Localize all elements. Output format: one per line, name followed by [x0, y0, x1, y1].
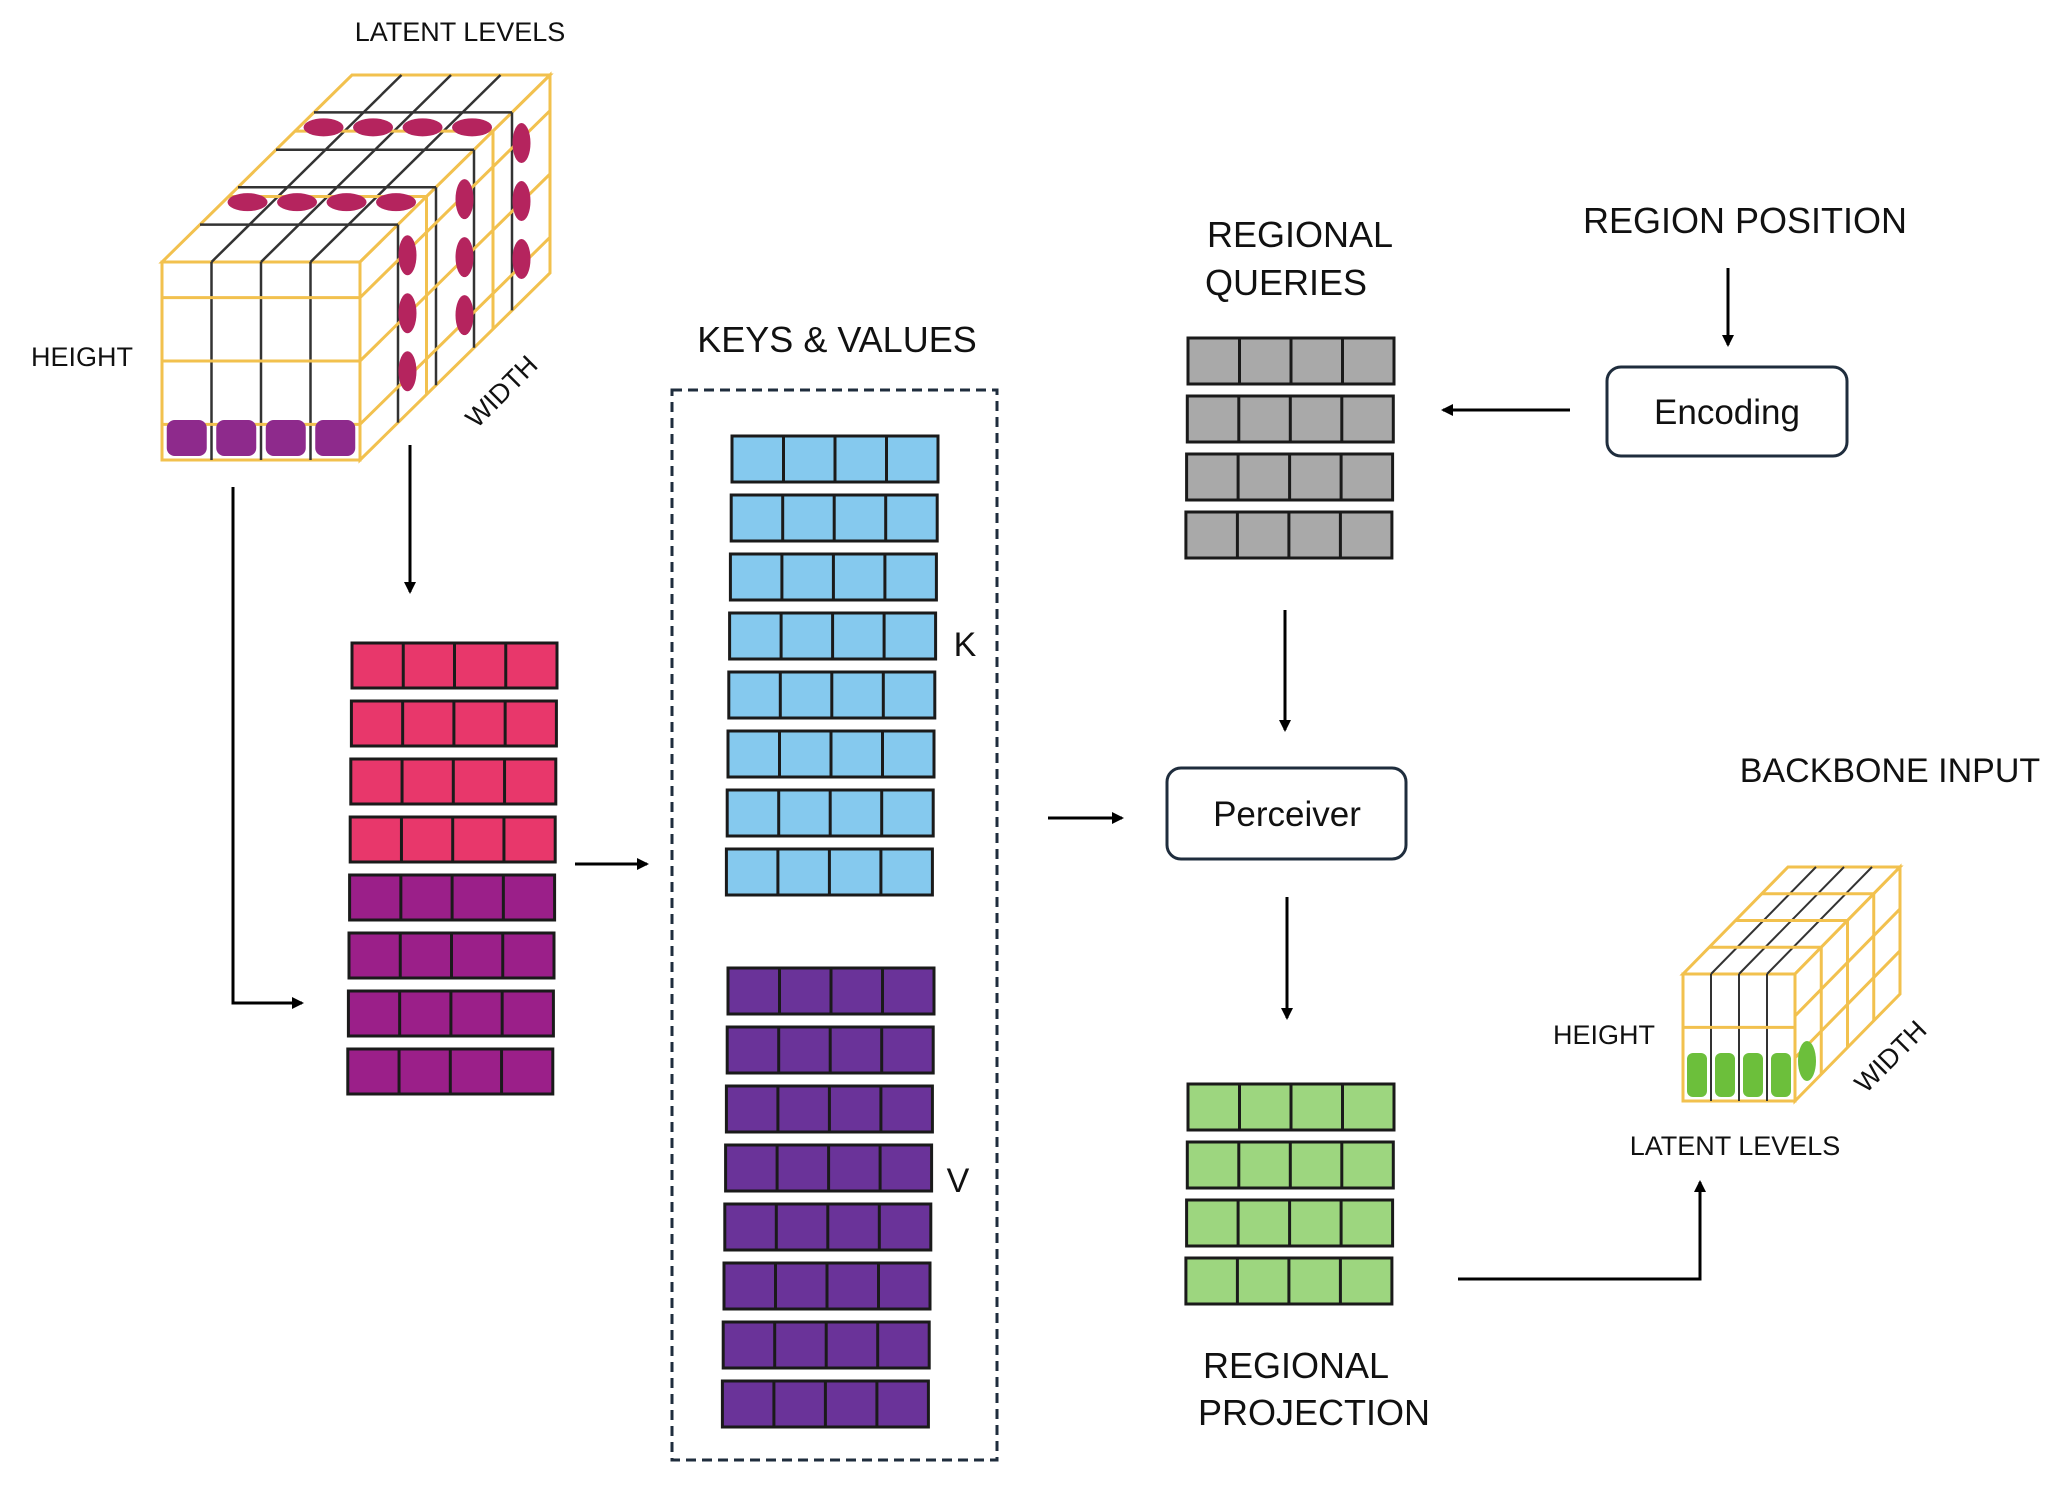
output-cube-feature-blobs [1687, 1041, 1816, 1097]
output-cube-level-lines [1683, 892, 1902, 1075]
arrow-cube-bypass [231, 487, 304, 1009]
token-stack [346, 641, 559, 1096]
latent-blob [402, 118, 443, 137]
height-blob [166, 420, 207, 456]
output-blob [1687, 1053, 1707, 1097]
value-row [723, 1202, 933, 1252]
latent-blob [326, 193, 367, 212]
backbone-input-title: BACKBONE INPUT [1740, 752, 2040, 790]
keys-stack [724, 434, 940, 897]
perceiver-label: Perceiver [1213, 795, 1361, 834]
key-row [730, 434, 940, 484]
projection-row [1184, 1256, 1394, 1306]
latent-blob [455, 295, 474, 336]
latent-blob [512, 123, 531, 164]
projection-title-line2: PROJECTION [1198, 1392, 1430, 1433]
arrow-projection-to-backbone [1458, 1180, 1706, 1281]
projection-row [1185, 1198, 1395, 1248]
token-row [349, 757, 558, 806]
projection-row [1185, 1140, 1395, 1190]
query-row [1185, 394, 1395, 444]
queries-title-line2: QUERIES [1205, 262, 1367, 303]
latent-blob [512, 239, 531, 280]
latent-blob [512, 181, 531, 222]
value-row [724, 1084, 934, 1134]
level-line [1793, 949, 1902, 1059]
projection-row [1186, 1082, 1396, 1132]
grid-line [309, 74, 502, 263]
token-row [348, 815, 557, 864]
output-latent-levels-label: LATENT LEVELS [1630, 1131, 1841, 1161]
level-line [1793, 907, 1902, 1017]
output-blob [1771, 1053, 1791, 1097]
grid-line [260, 74, 452, 263]
input-latent-cube [158, 71, 554, 464]
key-row [728, 611, 938, 661]
perceiver-box [1165, 766, 1408, 861]
height-blob [216, 420, 257, 456]
latent-blob [353, 118, 394, 137]
regional-projection-stack [1184, 1082, 1396, 1306]
latent-blob [398, 293, 417, 334]
latent-blob [398, 351, 417, 392]
key-row [729, 493, 939, 543]
keys-k-label: K [954, 626, 977, 664]
key-row [727, 670, 937, 720]
value-row [725, 1025, 935, 1075]
value-row [721, 1320, 931, 1370]
input-height-label: HEIGHT [31, 342, 133, 372]
value-row [726, 966, 936, 1016]
region-position-title: REGION POSITION [1583, 200, 1907, 241]
height-blob [315, 420, 356, 456]
key-row [725, 788, 935, 838]
key-row [724, 847, 934, 897]
projection-title-line1: REGIONAL [1203, 1345, 1389, 1386]
backbone-input-cube [1679, 863, 1904, 1105]
output-height-label: HEIGHT [1553, 1020, 1655, 1050]
values-v-label: V [947, 1162, 970, 1200]
keys-values-box [670, 388, 999, 1462]
query-row [1186, 336, 1396, 386]
latent-blob [303, 118, 344, 137]
output-blob [1743, 1053, 1763, 1097]
keys-values-title: KEYS & VALUES [697, 319, 976, 360]
cube-feature-blobs [166, 118, 531, 456]
output-blob [1798, 1041, 1816, 1081]
token-row [346, 1047, 555, 1096]
value-row [722, 1261, 932, 1311]
output-blob [1715, 1053, 1735, 1097]
grid-line [210, 74, 403, 263]
query-row [1184, 510, 1394, 560]
value-row [724, 1143, 934, 1193]
queries-title-line1: REGIONAL [1207, 214, 1393, 255]
value-row [720, 1379, 930, 1429]
height-blob [265, 420, 306, 456]
token-row [350, 641, 559, 690]
values-stack [720, 966, 936, 1429]
encoding-box [1605, 365, 1849, 458]
regional-queries-stack [1184, 336, 1396, 560]
latent-blob [398, 235, 417, 276]
latent-blob [452, 118, 493, 137]
key-row [728, 552, 938, 602]
input-width-label: WIDTH [460, 350, 544, 434]
latent-blob [277, 193, 318, 212]
latent-blob [455, 237, 474, 278]
token-row [346, 989, 555, 1038]
key-row [726, 729, 936, 779]
latent-blob [455, 179, 474, 220]
latent-blob [376, 193, 417, 212]
input-latent-levels-label: LATENT LEVELS [355, 17, 566, 47]
token-row [349, 699, 558, 748]
token-row [347, 931, 556, 980]
encoding-label: Encoding [1654, 393, 1800, 432]
token-row [348, 873, 557, 922]
latent-blob [227, 193, 268, 212]
query-row [1185, 452, 1395, 502]
